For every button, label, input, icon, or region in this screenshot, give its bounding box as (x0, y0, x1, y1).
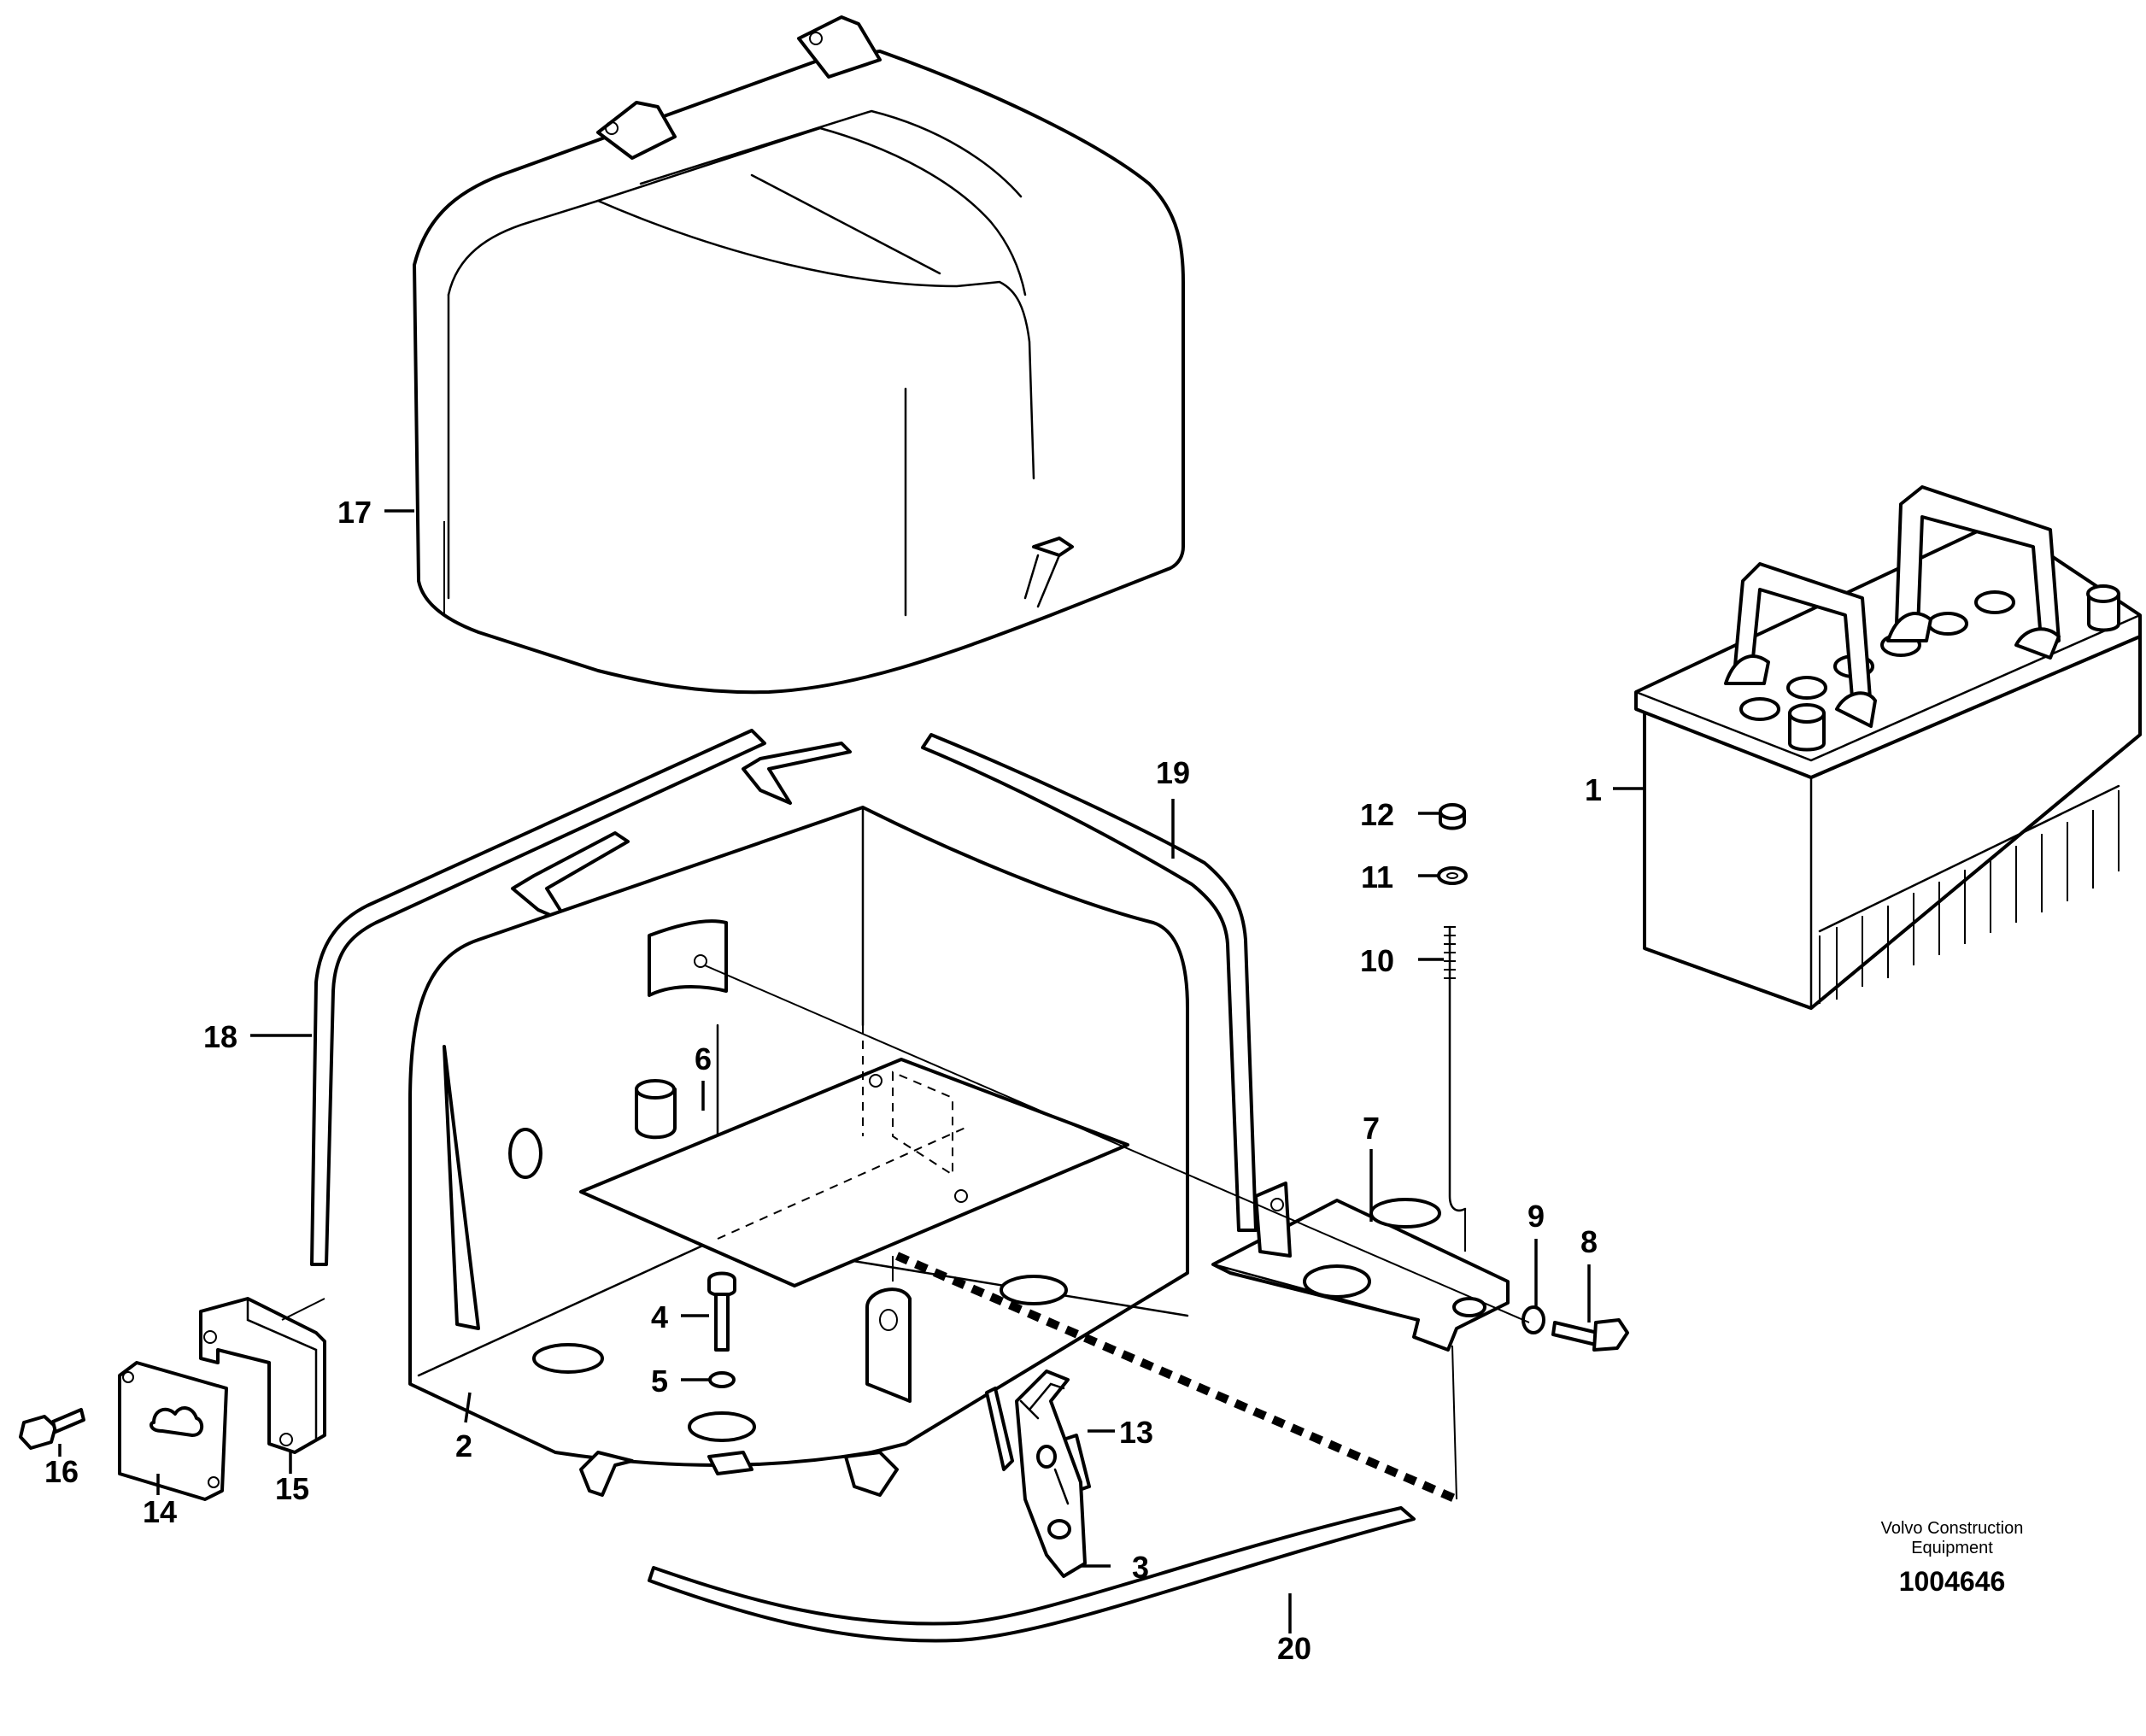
callout-2: 2 (455, 1428, 472, 1463)
callout-18: 18 (203, 1019, 237, 1054)
callout-9: 9 (1527, 1199, 1545, 1234)
battery (1634, 485, 2142, 1010)
callout-12: 12 (1360, 797, 1394, 832)
callout-13: 13 (1119, 1415, 1153, 1450)
callout-5: 5 (651, 1364, 668, 1399)
bolt-and-washer-center (707, 1271, 736, 1388)
callout-11: 11 (1361, 859, 1393, 894)
callout-1: 1 (1585, 772, 1602, 807)
battery-box (408, 742, 1189, 1497)
seal-strip-bottom (648, 1506, 1416, 1643)
callout-leaders (58, 509, 1645, 1633)
callout-4: 4 (651, 1299, 668, 1334)
callout-7: 7 (1363, 1111, 1380, 1146)
assembly-guide-lines (281, 965, 1530, 1504)
washer-and-bolt-right (1522, 1305, 1629, 1352)
mounting-bracket (1211, 1182, 1510, 1352)
caption-drawing-number: 1004646 (1899, 1566, 2006, 1597)
callout-15: 15 (275, 1471, 309, 1506)
latch-assembly (985, 1369, 1091, 1578)
callout-3: 3 (1132, 1550, 1149, 1585)
caption-manufacturer: Volvo Construction (1881, 1519, 2024, 1538)
callout-8: 8 (1580, 1224, 1598, 1259)
callout-6: 6 (695, 1041, 712, 1076)
diagram-caption: Volvo Construction Equipment 1004646 (1881, 1519, 2024, 1597)
callout-10: 10 (1360, 943, 1394, 978)
callout-19: 19 (1156, 755, 1190, 790)
seal-strip-left (310, 729, 766, 1266)
callout-14: 14 (143, 1494, 177, 1529)
callout-labels: 17 1 19 12 11 10 18 6 7 9 8 4 5 13 2 3 1… (44, 495, 1602, 1666)
bolt-left (19, 1408, 85, 1450)
caption-manufacturer-line2: Equipment (1911, 1539, 1993, 1557)
battery-box-cover (413, 15, 1185, 695)
callout-16: 16 (44, 1454, 79, 1489)
callout-20: 20 (1277, 1631, 1311, 1666)
cover-plate (118, 1361, 228, 1501)
tie-rod-assembly (1437, 803, 1468, 1212)
callout-17: 17 (337, 495, 372, 530)
side-bracket (199, 1297, 326, 1454)
